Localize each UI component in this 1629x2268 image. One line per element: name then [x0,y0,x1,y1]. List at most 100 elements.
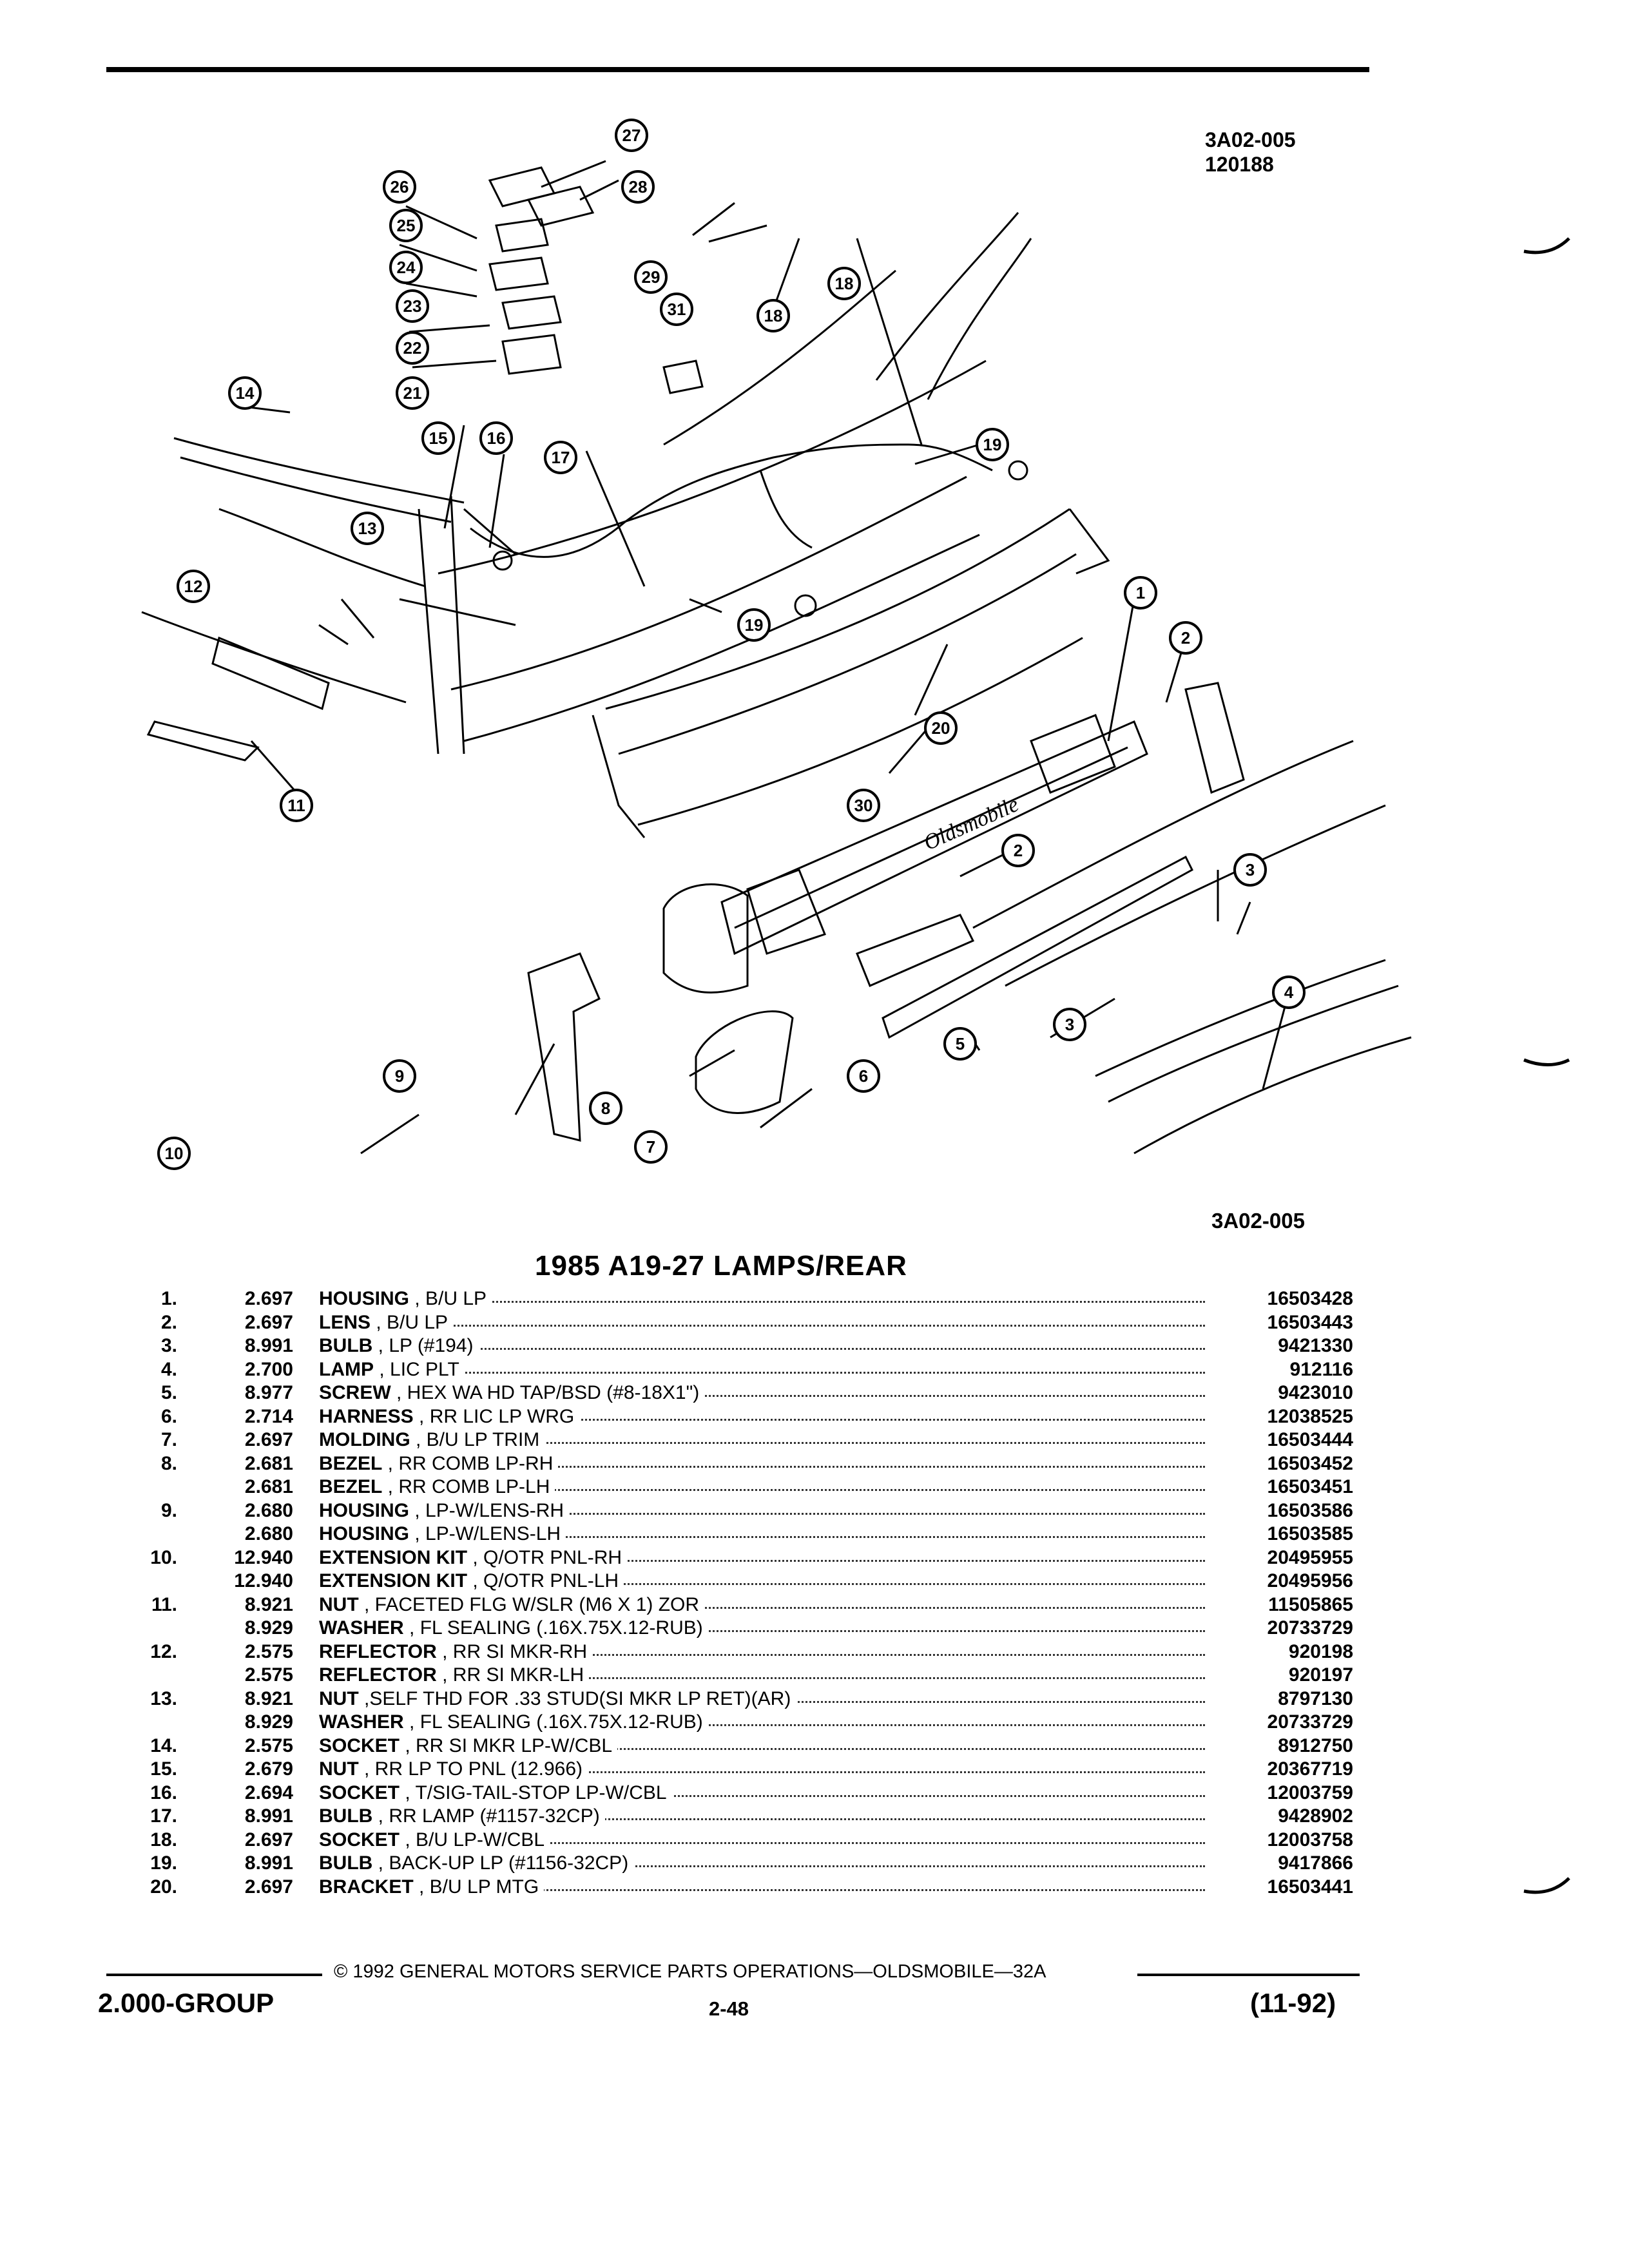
part-number-index: 1. [160,1288,177,1309]
part-description: SOCKET , B/U LP-W/CBL [319,1828,550,1852]
group-number: 2.714 [244,1405,293,1427]
part-number-index: 4. [160,1358,177,1380]
svg-text:18: 18 [764,306,783,325]
group-number: 2.679 [244,1758,293,1780]
callout-21: 21 [396,376,429,410]
figure-code: 3A02-005 [1205,128,1296,151]
leader-dots [319,1324,1205,1327]
part-number-index: 17. [150,1805,177,1827]
part-description: HOUSING , LP-W/LENS-LH [319,1523,566,1546]
part-description: REFLECTOR , RR SI MKR-LH [319,1664,590,1687]
part-number-index: 6. [160,1405,177,1427]
leader-dots [319,1301,1205,1303]
callout-9: 9 [383,1059,416,1093]
part-description: BEZEL , RR COMB LP-LH [319,1475,555,1499]
svg-text:13: 13 [358,519,377,538]
svg-text:22: 22 [403,338,422,358]
part-number: 11505865 [1211,1593,1353,1617]
group-number: 2.681 [244,1452,293,1474]
leader-dots [319,1512,1205,1515]
callout-22: 22 [396,331,429,365]
footer-rule-right [1137,1974,1360,1976]
part-number-index: 10. [150,1546,177,1568]
callout-25: 25 [389,209,423,242]
part-description: NUT ,SELF THD FOR .33 STUD(SI MKR LP RET… [319,1687,796,1711]
callout-2: 2 [1001,834,1035,867]
callout-16: 16 [479,421,513,455]
part-description: NUT , RR LP TO PNL (12.966) [319,1758,588,1782]
part-description: WASHER , FL SEALING (.16X.75X.12-RUB) [319,1617,708,1640]
part-number: 20733729 [1211,1711,1353,1735]
part-number: 9417866 [1211,1852,1353,1876]
group-number: 8.991 [244,1335,293,1356]
group-number: 2.575 [244,1735,293,1756]
part-description: EXTENSION KIT , Q/OTR PNL-RH [319,1546,628,1570]
part-description: WASHER , FL SEALING (.16X.75X.12-RUB) [319,1711,708,1735]
svg-text:27: 27 [622,126,641,145]
leader-dots [319,1771,1205,1773]
callout-12: 12 [177,570,210,603]
part-number: 12003758 [1211,1828,1353,1852]
part-description: SOCKET , RR SI MKR LP-W/CBL [319,1734,618,1758]
leader-dots [319,1606,1205,1609]
figure-date: 120188 [1205,153,1274,176]
callout-10: 10 [157,1137,191,1170]
part-number: 20495956 [1211,1570,1353,1593]
part-number: 9423010 [1211,1381,1353,1405]
part-number: 20367719 [1211,1758,1353,1782]
part-number: 16503444 [1211,1428,1353,1452]
group-number: 8.991 [244,1852,293,1874]
group-number: 2.697 [244,1876,293,1898]
part-number-index: 11. [151,1593,177,1615]
svg-text:19: 19 [983,435,1002,454]
part-number-index: 8. [160,1452,177,1474]
leader-dots [319,1841,1205,1844]
leader-dots [319,1395,1205,1397]
leader-dots [319,1724,1205,1726]
part-number: 16503586 [1211,1499,1353,1523]
svg-text:21: 21 [403,383,422,403]
leader-dots [319,1653,1205,1656]
group-number: 8.921 [244,1593,293,1615]
callout-1: 1 [1124,576,1157,610]
part-number: 912116 [1211,1358,1353,1381]
group-number: 8.991 [244,1805,293,1827]
part-number-index: 19. [150,1852,177,1874]
part-description: BULB , LP (#194) [319,1334,479,1358]
part-number-index: 18. [150,1829,177,1850]
part-description: HOUSING , LP-W/LENS-RH [319,1499,570,1523]
part-number: 20495955 [1211,1546,1353,1570]
callout-30: 30 [847,789,880,822]
part-description: HARNESS , RR LIC LP WRG [319,1405,580,1428]
leader-dots [319,1442,1205,1444]
leader-dots [319,1677,1205,1679]
part-description: LENS , B/U LP [319,1311,454,1334]
part-number: 16503451 [1211,1475,1353,1499]
page-number: 2-48 [709,1997,749,2020]
group-number: 8.921 [244,1687,293,1709]
svg-text:18: 18 [835,274,854,293]
leader-dots [319,1794,1205,1797]
part-number: 16503441 [1211,1875,1353,1899]
callout-24: 24 [389,251,423,284]
svg-text:9: 9 [395,1066,404,1086]
group-number: 2.694 [244,1782,293,1803]
callout-19: 19 [737,608,771,642]
callout-13: 13 [351,512,384,545]
svg-text:24: 24 [397,258,416,277]
footer-date: (11-92) [1250,1988,1336,2018]
part-description: BEZEL , RR COMB LP-RH [319,1452,559,1475]
part-number: 16503443 [1211,1311,1353,1334]
leader-dots [319,1489,1205,1491]
svg-text:29: 29 [642,267,660,287]
callout-20: 20 [924,711,958,745]
leader-dots [319,1583,1205,1585]
scan-mark [1523,1877,1570,1894]
